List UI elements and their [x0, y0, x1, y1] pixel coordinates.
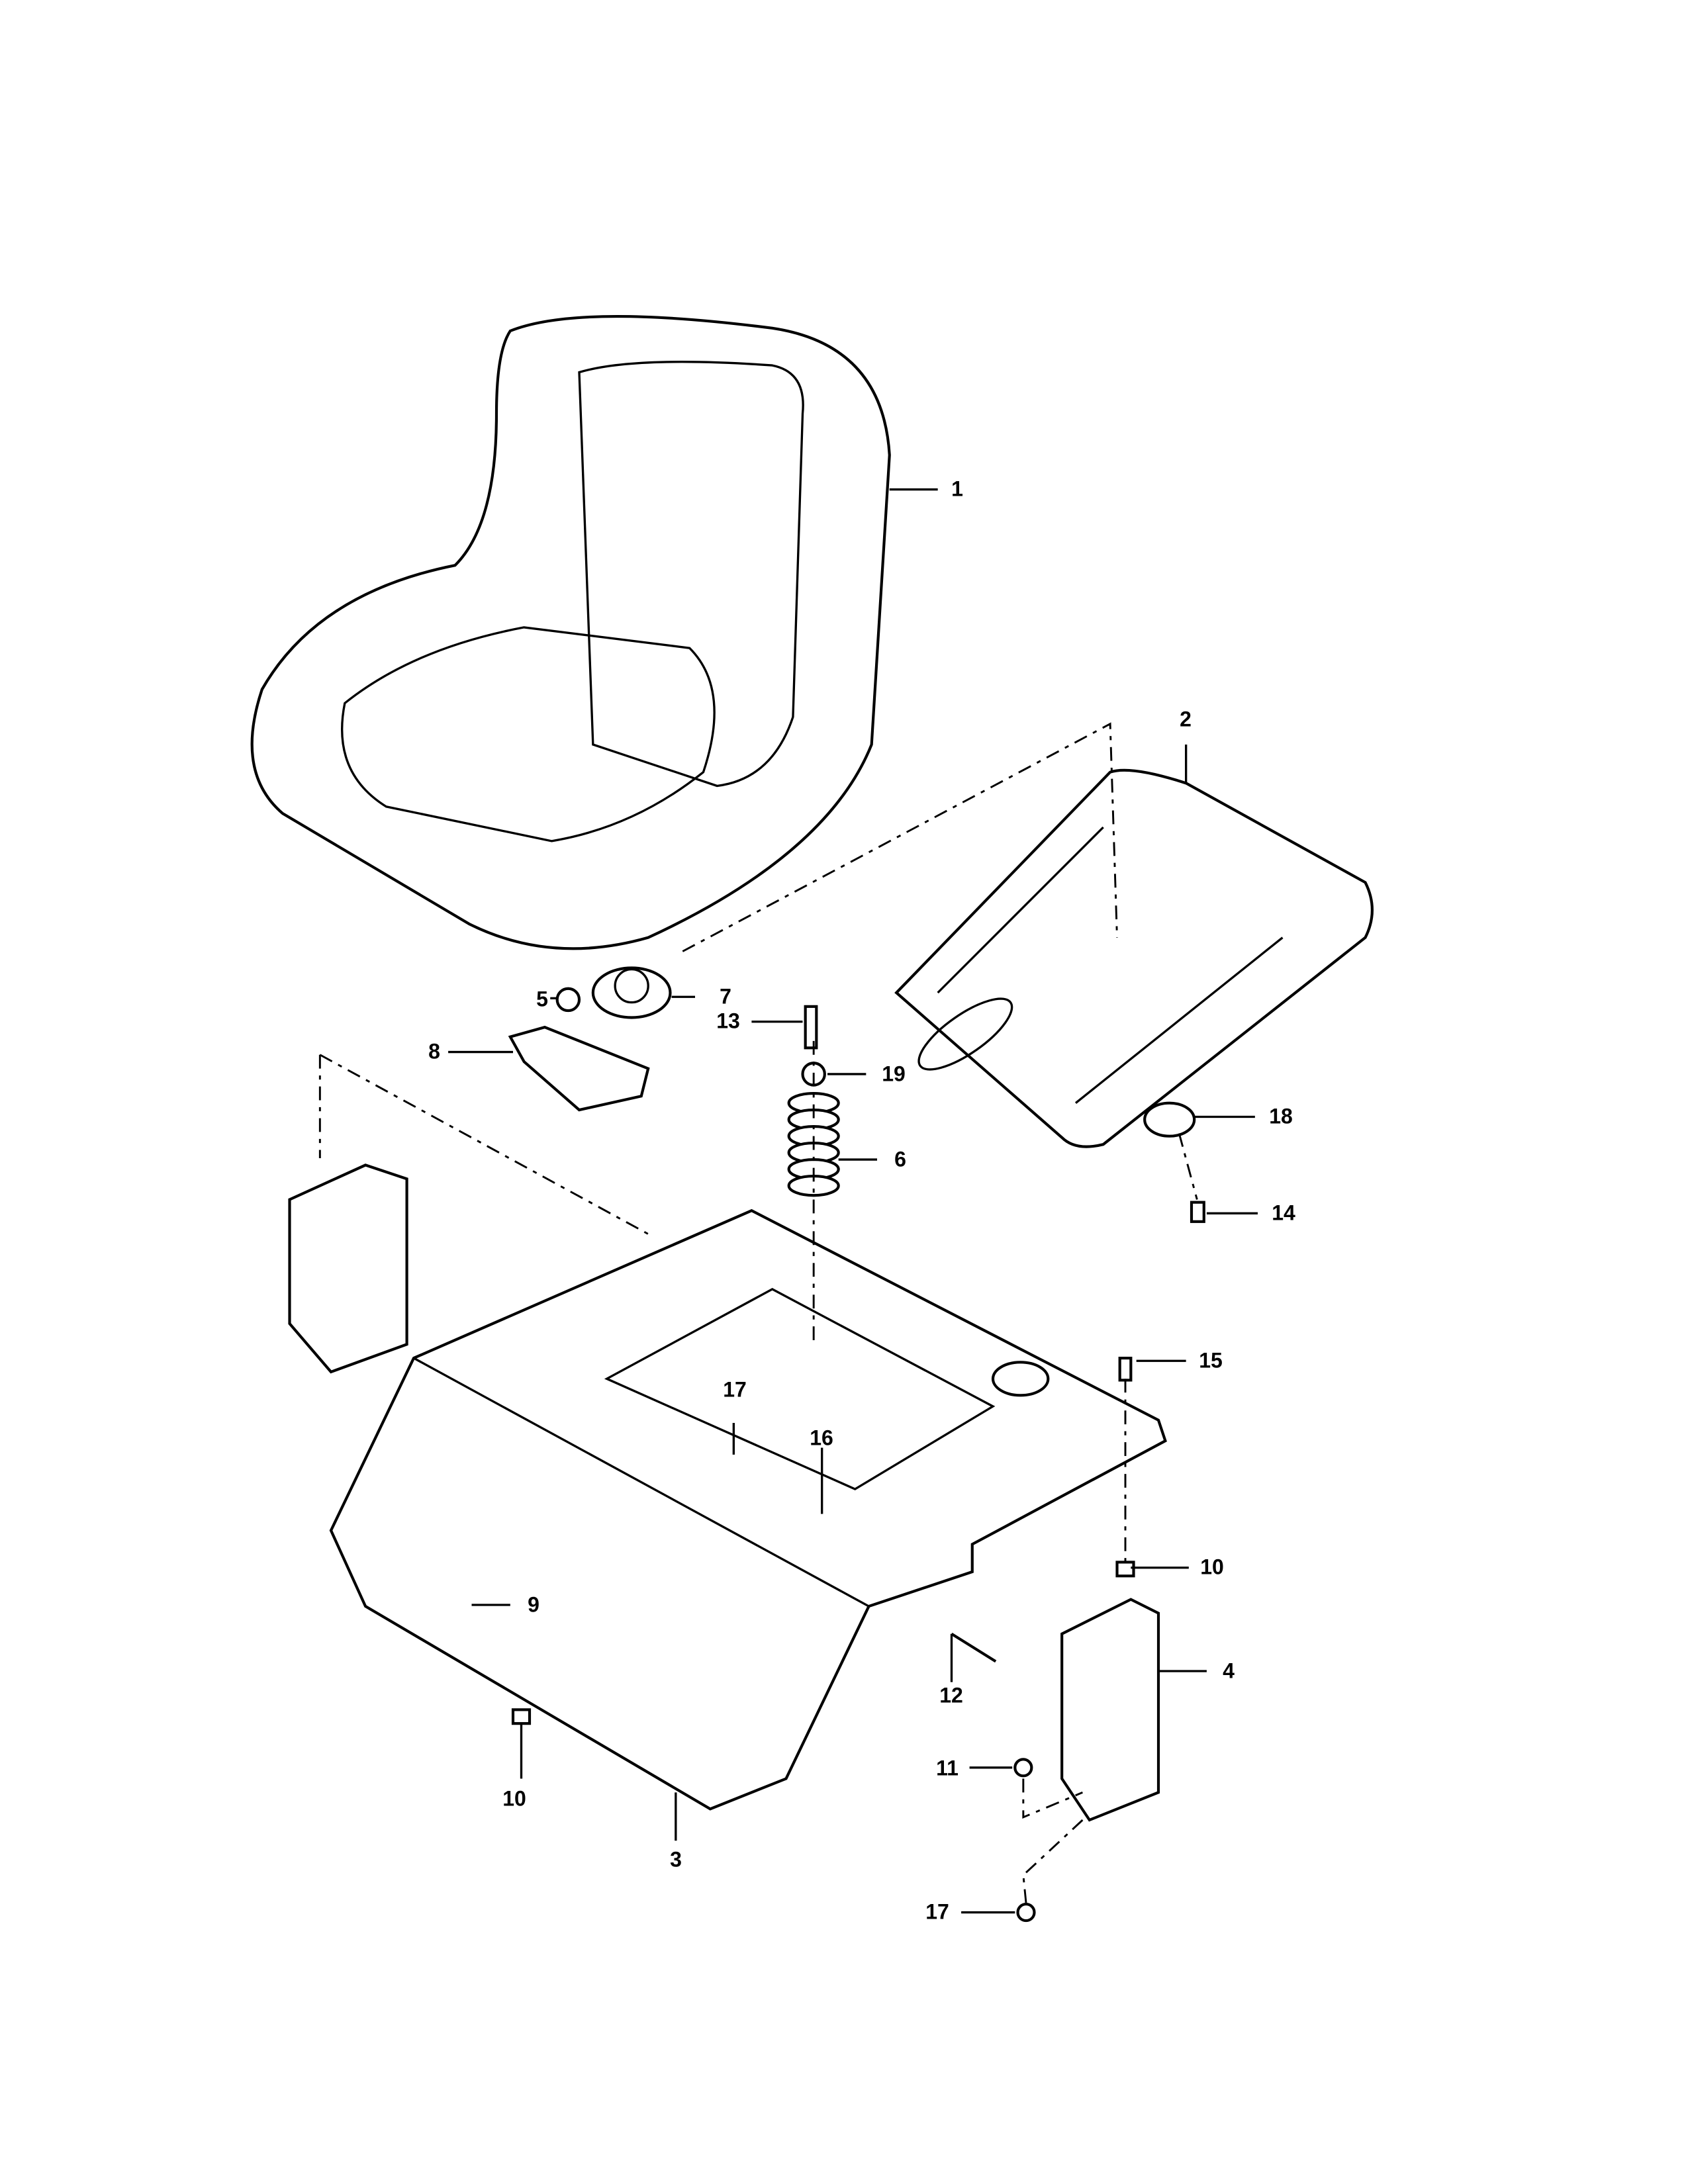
bracket-part-4 — [1060, 1598, 1160, 1822]
callout-17a: 17 — [723, 1377, 747, 1402]
nut-part-10b — [1115, 1561, 1135, 1578]
callout-8: 8 — [428, 1039, 440, 1064]
callout-13: 13 — [716, 1009, 740, 1033]
callout-11: 11 — [936, 1756, 959, 1780]
callout-16: 16 — [810, 1426, 833, 1450]
callout-7: 7 — [720, 984, 731, 1009]
alignment-lines — [318, 1040, 1198, 1903]
pad-part-18 — [1143, 1101, 1196, 1138]
callout-14: 14 — [1272, 1201, 1295, 1225]
callout-2: 2 — [1180, 707, 1192, 731]
small-parts — [445, 966, 1205, 1923]
callout-4: 4 — [1223, 1659, 1235, 1683]
bolt-part-15 — [1118, 1357, 1133, 1382]
bolt-part-13 — [804, 1005, 818, 1050]
bracket-left — [288, 1163, 408, 1374]
nut-part-17b — [1016, 1903, 1036, 1923]
callout-6: 6 — [894, 1147, 906, 1171]
seat-part-1 — [250, 314, 938, 950]
carriage-bolt-part-11 — [1013, 1758, 1033, 1778]
callout-9: 9 — [528, 1592, 539, 1617]
callout-10b: 10 — [1200, 1555, 1224, 1579]
callout-3: 3 — [670, 1847, 682, 1872]
pin-part-12 — [951, 1632, 997, 1663]
bracket-part-8 — [508, 1025, 650, 1112]
callout-18: 18 — [1269, 1104, 1293, 1128]
frame-part-3 — [329, 1208, 1167, 1811]
bushing-part-5 — [555, 987, 581, 1013]
nut-part-10a — [511, 1708, 532, 1725]
bolt-part-14 — [1190, 1201, 1205, 1223]
seat-switch-part-7 — [591, 966, 672, 1019]
seat-to-pan-alignment-line — [682, 722, 1118, 952]
callout-5: 5 — [536, 987, 548, 1011]
callout-1: 1 — [951, 477, 963, 501]
callout-10a: 10 — [502, 1786, 526, 1811]
leader-lines — [448, 995, 1258, 1914]
callout-15: 15 — [1199, 1348, 1223, 1373]
callout-17b: 17 — [925, 1899, 949, 1924]
callout-19: 19 — [882, 1062, 906, 1086]
callout-12: 12 — [939, 1683, 963, 1707]
seat-pan-part-2 — [894, 745, 1374, 1148]
